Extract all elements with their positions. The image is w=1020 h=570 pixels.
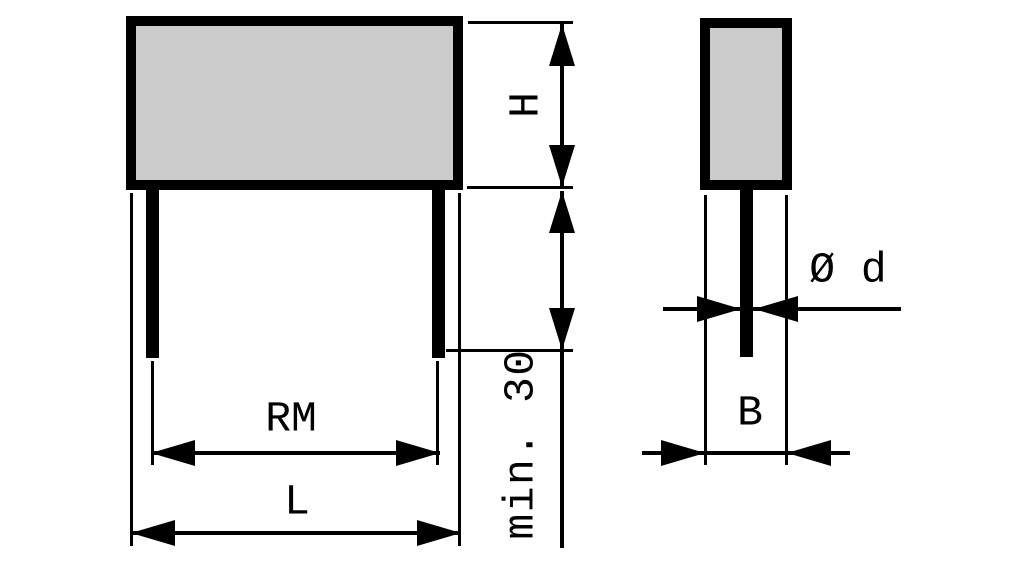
h-arrow-down-icon (549, 145, 575, 187)
rm-arrow-right-icon (396, 440, 440, 466)
d-arrow-right-icon (754, 296, 798, 322)
h-dimension-line (560, 24, 564, 187)
l-extension-line-right (458, 193, 461, 546)
rm-dimension-line (151, 451, 440, 455)
rm-extension-line-left (151, 361, 154, 465)
min30-dimension-label: min. 30 (496, 348, 546, 540)
rm-dimension-label: RM (265, 394, 317, 444)
b-dimension-line (642, 451, 850, 455)
h-extension-line-top (468, 21, 573, 24)
min30-arrow-up-icon (549, 191, 575, 233)
l-arrow-right-icon (417, 520, 461, 546)
l-extension-line-left (130, 193, 133, 546)
capacitor-body-side (700, 18, 792, 190)
h-dimension-label: H (501, 92, 551, 118)
lead-tip-extension-line (446, 349, 573, 352)
d-arrow-left-icon (697, 296, 741, 322)
b-arrow-right-icon (787, 440, 831, 466)
side-lead (740, 186, 753, 357)
front-left-lead (146, 186, 159, 358)
b-arrow-left-icon (661, 440, 705, 466)
capacitor-body-front (126, 16, 463, 190)
min30-dimension-line (560, 191, 564, 548)
b-dimension-label: B (737, 388, 763, 438)
front-right-lead (432, 186, 445, 358)
rm-extension-line-right (436, 361, 439, 465)
rm-arrow-left-icon (151, 440, 195, 466)
d-dimension-label: Ø d (809, 245, 887, 295)
l-arrow-left-icon (131, 520, 175, 546)
b-extension-line-right (785, 195, 788, 465)
h-extension-line-bottom (467, 186, 573, 189)
b-extension-line-left (704, 195, 707, 465)
h-arrow-up-icon (549, 24, 575, 66)
l-dimension-label: L (284, 477, 310, 527)
min30-arrow-down-icon (549, 308, 575, 350)
l-dimension-line (131, 531, 461, 535)
d-dimension-line-right (752, 307, 901, 311)
